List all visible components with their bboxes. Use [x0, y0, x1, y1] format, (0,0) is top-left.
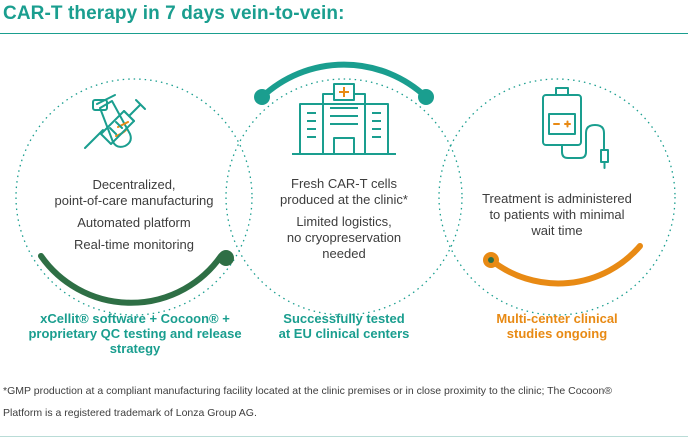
- connector-dot-left: [254, 89, 270, 105]
- title-divider: [0, 33, 688, 34]
- syringe-vial-icon: [84, 94, 146, 149]
- panel-1-line-2: Automated platform: [77, 215, 191, 230]
- panel-2-line-2: Limited logistics, no cryopreservation n…: [286, 214, 402, 261]
- panel-1-circle: [15, 78, 253, 316]
- bottom-divider: [0, 436, 688, 437]
- panel-1-caption: xCellit® software + Cocoon® + proprietar…: [28, 311, 242, 356]
- panel-1-text: Decentralized, point-of-care manufacturi…: [34, 177, 234, 253]
- panel-2-circle: [225, 78, 463, 316]
- page-title: CAR-T therapy in 7 days vein-to-vein:: [3, 3, 345, 24]
- panel-3-circle: [438, 78, 676, 316]
- footnote: *GMP production at a compliant manufactu…: [3, 380, 685, 424]
- panel-3-line-1: Treatment is administered to patients wi…: [482, 191, 632, 238]
- panel-2-caption: Successfully tested at EU clinical cente…: [278, 311, 410, 341]
- panel-3-text: Treatment is administered to patients wi…: [467, 191, 647, 239]
- panel-1-line-3: Real-time monitoring: [74, 237, 194, 252]
- panel-2-arc: [259, 61, 429, 100]
- footnote-text: *GMP production at a compliant manufactu…: [3, 385, 613, 419]
- connector-dot-lower-orange-inner: [488, 257, 494, 263]
- panel-2-line-1: Fresh CAR-T cells produced at the clinic…: [280, 176, 408, 207]
- infusion-bag-icon: [542, 87, 609, 169]
- panel-1-arc: [38, 253, 224, 306]
- connector-dot-lower-left-green: [218, 250, 234, 266]
- panel-3-arc: [488, 243, 643, 287]
- panel-2-text: Fresh CAR-T cells produced at the clinic…: [254, 176, 434, 262]
- panel-3-caption: Multi-center clinical studies ongoing: [496, 311, 618, 341]
- panel-1-line-1: Decentralized, point-of-care manufacturi…: [54, 177, 214, 208]
- connector-dot-top-right: [418, 89, 434, 105]
- hospital-icon: [292, 83, 396, 155]
